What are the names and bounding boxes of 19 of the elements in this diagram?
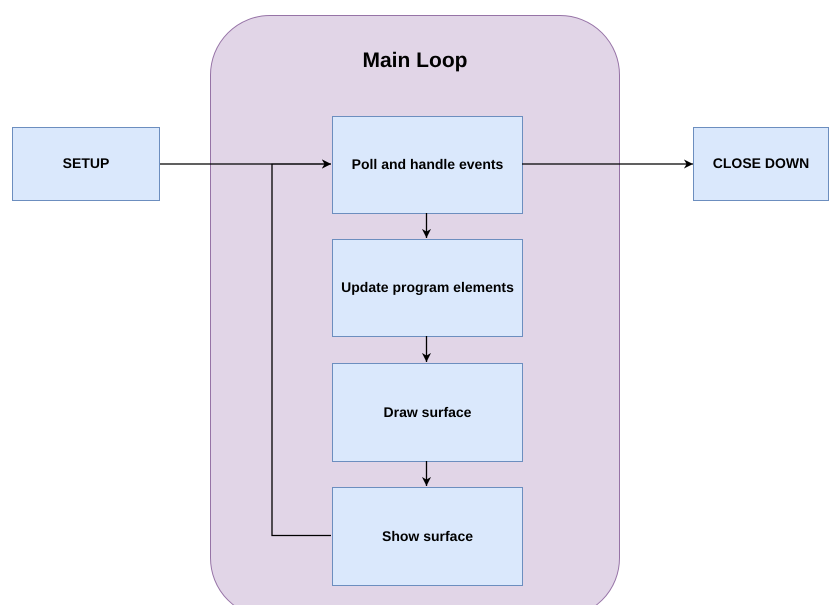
- box-label: CLOSE DOWN: [712, 154, 810, 174]
- arrow: [422, 213, 432, 238]
- box-label: SETUP: [62, 154, 110, 174]
- loop-container: [210, 15, 620, 605]
- process-box: [332, 487, 523, 586]
- box-label: Update program elements: [341, 278, 514, 298]
- box-label: Draw surface: [384, 402, 472, 422]
- process-box: [332, 239, 523, 337]
- process-box: [332, 116, 523, 214]
- box-label: Show surface: [382, 526, 474, 546]
- arrow: [422, 336, 432, 362]
- process-box: [332, 363, 523, 462]
- arrow: [522, 159, 693, 169]
- container-title: Main Loop: [362, 48, 468, 74]
- arrow: [271, 159, 331, 536]
- box-label: Poll and handle events: [352, 155, 504, 174]
- process-box: [12, 127, 160, 201]
- arrow: [422, 461, 432, 486]
- process-box: [693, 127, 829, 201]
